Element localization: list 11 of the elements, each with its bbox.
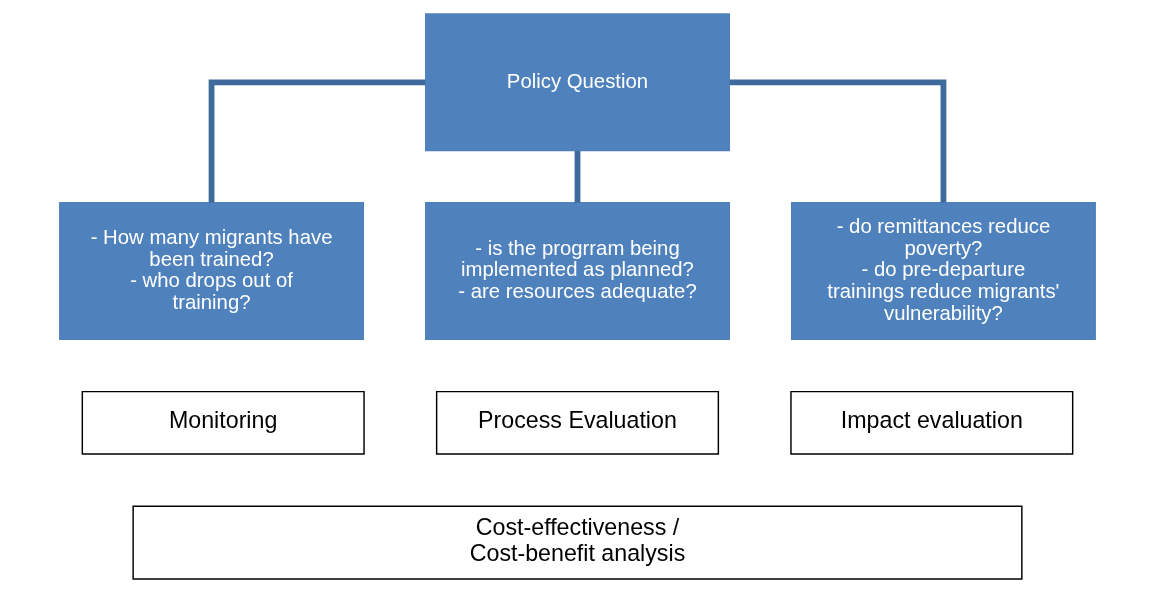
node-box: Cost-effectiveness / Cost-benefit analysis xyxy=(131,505,1023,580)
node-box: Impact evaluation xyxy=(789,390,1073,455)
node-box: Policy Question xyxy=(424,13,730,152)
node-box: - do remittances reduce poverty? - do pre-departure trainings reduce migrants' vulnerability? xyxy=(790,202,1096,341)
node-box: - How many migrants have been trained? - who drops out of training? xyxy=(58,202,364,341)
node-box: - is the progrram being implemented as planned? - are resources adequate? xyxy=(424,202,730,341)
connector xyxy=(574,151,580,203)
connector xyxy=(729,79,946,203)
node-box: Monitoring xyxy=(81,390,365,455)
node-box: Process Evaluation xyxy=(435,390,719,455)
connector xyxy=(208,79,425,203)
